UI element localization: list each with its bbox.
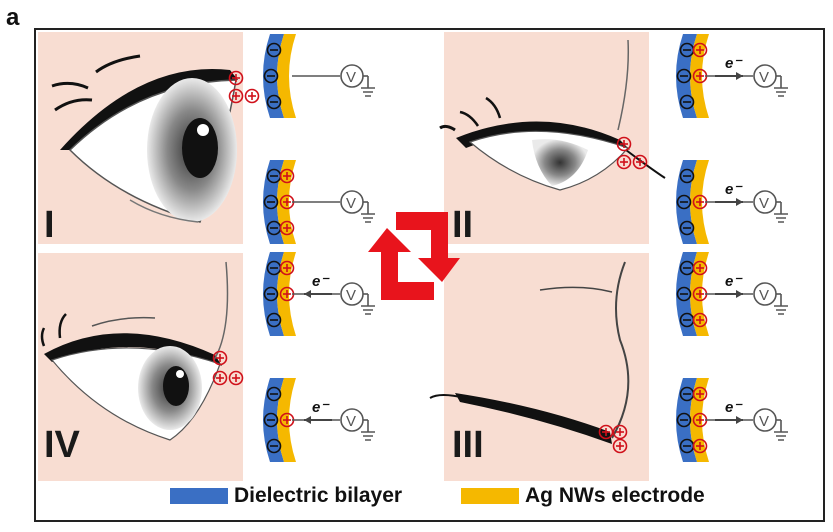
positive-charge <box>692 260 708 276</box>
electrode-unit-stage-3-top: e⁻ V <box>676 252 788 336</box>
stage-label-2: II <box>452 204 474 246</box>
voltmeter-label: V <box>759 413 769 430</box>
electron-label: e⁻ <box>725 55 743 72</box>
negative-charge <box>263 194 279 210</box>
stage-label-4: IV <box>44 424 80 466</box>
positive-charge <box>228 88 244 104</box>
positive-charge <box>692 438 708 454</box>
positive-charge <box>632 154 648 170</box>
negative-charge <box>263 412 279 428</box>
figure-frame <box>34 28 825 522</box>
negative-charge <box>266 438 282 454</box>
negative-charge <box>676 286 692 302</box>
voltmeter-label: V <box>759 69 769 86</box>
legend-label-dielectric: Dielectric bilayer <box>234 484 403 507</box>
negative-charge <box>676 194 692 210</box>
electrode-unit-stage-1-bottom: V <box>263 160 375 244</box>
cycle-arrows <box>368 212 460 300</box>
electron-label: e⁻ <box>725 181 743 198</box>
voltmeter-label: V <box>346 413 356 430</box>
electrode-unit-stage-4-top: e⁻ V <box>263 252 375 336</box>
figure-label: a <box>6 4 20 31</box>
stage-label-3: III <box>452 424 484 466</box>
electron-label: e⁻ <box>312 273 330 290</box>
eye-open-stage-1 <box>51 54 238 223</box>
negative-charge <box>676 68 692 84</box>
electron-label: e⁻ <box>725 399 743 416</box>
negative-charge <box>266 386 282 402</box>
negative-charge <box>679 94 695 110</box>
negative-charge <box>679 168 695 184</box>
negative-charge <box>676 412 692 428</box>
voltmeter-label: V <box>759 287 769 304</box>
positive-charge <box>212 370 228 386</box>
positive-charge <box>612 424 628 440</box>
electrode-unit-stage-2-top: e⁻ V <box>676 34 788 118</box>
voltmeter-label: V <box>759 195 769 212</box>
voltmeter-label: V <box>346 195 356 212</box>
voltmeter-label: V <box>346 287 356 304</box>
eye-half-stage-4 <box>40 261 229 441</box>
positive-charge <box>692 386 708 402</box>
positive-charge <box>279 220 295 236</box>
negative-charge <box>679 220 695 236</box>
negative-charge <box>266 312 282 328</box>
eye-closed-stage-3 <box>429 261 630 444</box>
electrode-unit-stage-1-top: V <box>263 34 375 118</box>
electrode-unit-stage-4-bottom: e⁻ V <box>263 378 375 462</box>
positive-charge <box>616 136 632 152</box>
positive-charge <box>692 42 708 58</box>
electrode-layer <box>277 34 296 118</box>
electrode-unit-stage-3-bottom: e⁻ V <box>676 378 788 462</box>
positive-charge <box>228 370 244 386</box>
negative-charge <box>263 286 279 302</box>
positive-charge <box>598 424 614 440</box>
positive-charge <box>616 154 632 170</box>
negative-charge <box>266 42 282 58</box>
positive-charge <box>279 168 295 184</box>
positive-charge <box>279 260 295 276</box>
voltmeter-label: V <box>346 69 356 86</box>
positive-charge <box>692 312 708 328</box>
eye-half-stage-2 <box>439 39 666 191</box>
electron-label: e⁻ <box>312 399 330 416</box>
electrode-unit-stage-2-bottom: e⁻ V <box>676 160 788 244</box>
negative-charge <box>263 68 279 84</box>
legend-label-electrode: Ag NWs electrode <box>525 484 705 507</box>
negative-charge <box>266 94 282 110</box>
positive-charge <box>612 438 628 454</box>
positive-charge <box>212 350 228 366</box>
positive-charge <box>244 88 260 104</box>
eyelash-charges <box>212 70 648 454</box>
stage-label-1: I <box>44 204 55 246</box>
legend-swatch-dielectric <box>170 488 228 504</box>
electron-label: e⁻ <box>725 273 743 290</box>
positive-charge <box>228 70 244 86</box>
legend-swatch-electrode <box>461 488 519 504</box>
